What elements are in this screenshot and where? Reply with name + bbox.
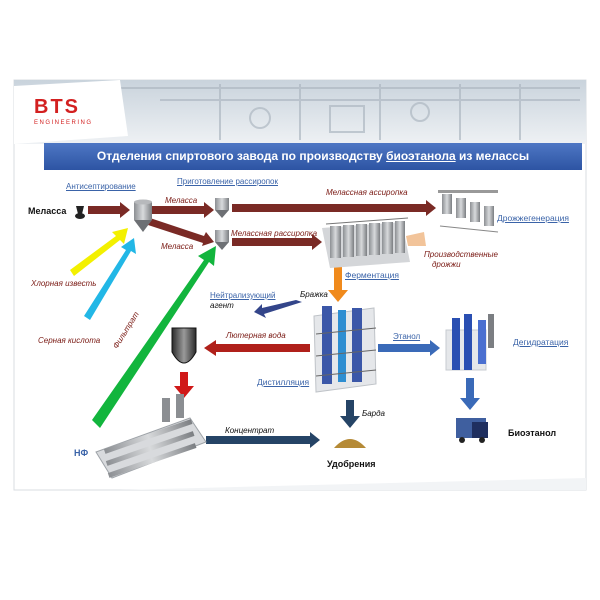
dark-red-arrows — [88, 200, 436, 250]
label-production-yeast-2: дрожжи — [432, 260, 461, 269]
logo-tagline: ENGINEERING — [34, 120, 93, 126]
label-ethanol: Этанол — [393, 332, 421, 341]
label-molasses-mid: Меласса — [161, 242, 194, 251]
label-chlorine-lime: Хлорная известь — [31, 279, 97, 288]
title-bar: Отделения спиртового завода по производс… — [44, 143, 582, 170]
label-luter-water: Лютерная вода — [226, 331, 286, 340]
label-antiseptic: Антисептирование — [66, 182, 136, 191]
footer-shade — [120, 478, 586, 490]
dehydration-unit — [445, 314, 494, 371]
neutralizing-arrow — [254, 300, 302, 318]
yellow-arrow — [70, 228, 128, 276]
distillation-unit — [313, 306, 377, 393]
label-molasses-top: Меласса — [165, 196, 198, 205]
molasses-funnel — [75, 206, 85, 219]
header-photo-pipes — [120, 84, 580, 140]
logo-name: BTS — [34, 96, 80, 118]
label-neutralizing-1: Нейтрализующий — [210, 291, 276, 300]
green-arrow — [92, 246, 216, 428]
label-molasses-in: Меласса — [28, 206, 67, 216]
stillage-arrow — [340, 400, 360, 428]
label-molasses-syrup-top: Мелассная ассиропка — [326, 188, 408, 197]
label-neutralizing-2: агент — [210, 301, 234, 310]
label-stillage: Барда — [362, 409, 385, 418]
prep-tank-top — [215, 198, 229, 218]
label-concentrate: Концентрат — [225, 426, 275, 435]
fermentation-unit — [322, 217, 410, 268]
label-fermentation: Ферментация — [345, 270, 399, 280]
orange-lite — [406, 232, 426, 246]
label-nf: НФ — [74, 448, 89, 458]
logo-card — [14, 80, 128, 144]
cyan-arrow — [84, 238, 136, 320]
label-preparation: Приготовление рассиропок — [177, 177, 278, 186]
orange-arrow-down — [328, 266, 348, 302]
label-molasses-syrup-mid: Мелассная рассиропка — [231, 229, 318, 238]
label-dehydration: Дегидратация — [513, 337, 569, 347]
concentrate-arrow — [206, 432, 320, 448]
page-title: Отделения спиртового завода по производс… — [96, 149, 530, 163]
red-arrow-down — [174, 372, 194, 398]
company-logo: BTS ENGINEERING — [34, 96, 93, 126]
yeast-generation-unit — [438, 190, 499, 233]
nf-filtration-skid — [95, 394, 207, 479]
bioethanol-arrow — [460, 378, 480, 410]
label-distillation: Дистилляция — [257, 377, 310, 387]
label-fertilizers: Удобрения — [327, 459, 376, 469]
ethanol-arrow — [378, 340, 440, 356]
label-production-yeast-1: Производственные — [424, 250, 498, 259]
label-mash: Бражка — [300, 290, 328, 299]
antiseptic-tank — [134, 199, 152, 232]
label-yeast-generation: Дрожжегенерация — [497, 213, 569, 223]
label-bioethanol: Биоэтанол — [508, 428, 557, 438]
bioethanol-truck-icon — [456, 418, 488, 443]
fertilizer-pile-icon — [334, 439, 366, 448]
neutralization-vessel — [171, 327, 197, 364]
luter-water-arrow — [204, 340, 310, 356]
prep-tank-mid — [215, 230, 229, 250]
label-sulfuric-acid: Серная кислота — [38, 336, 101, 345]
